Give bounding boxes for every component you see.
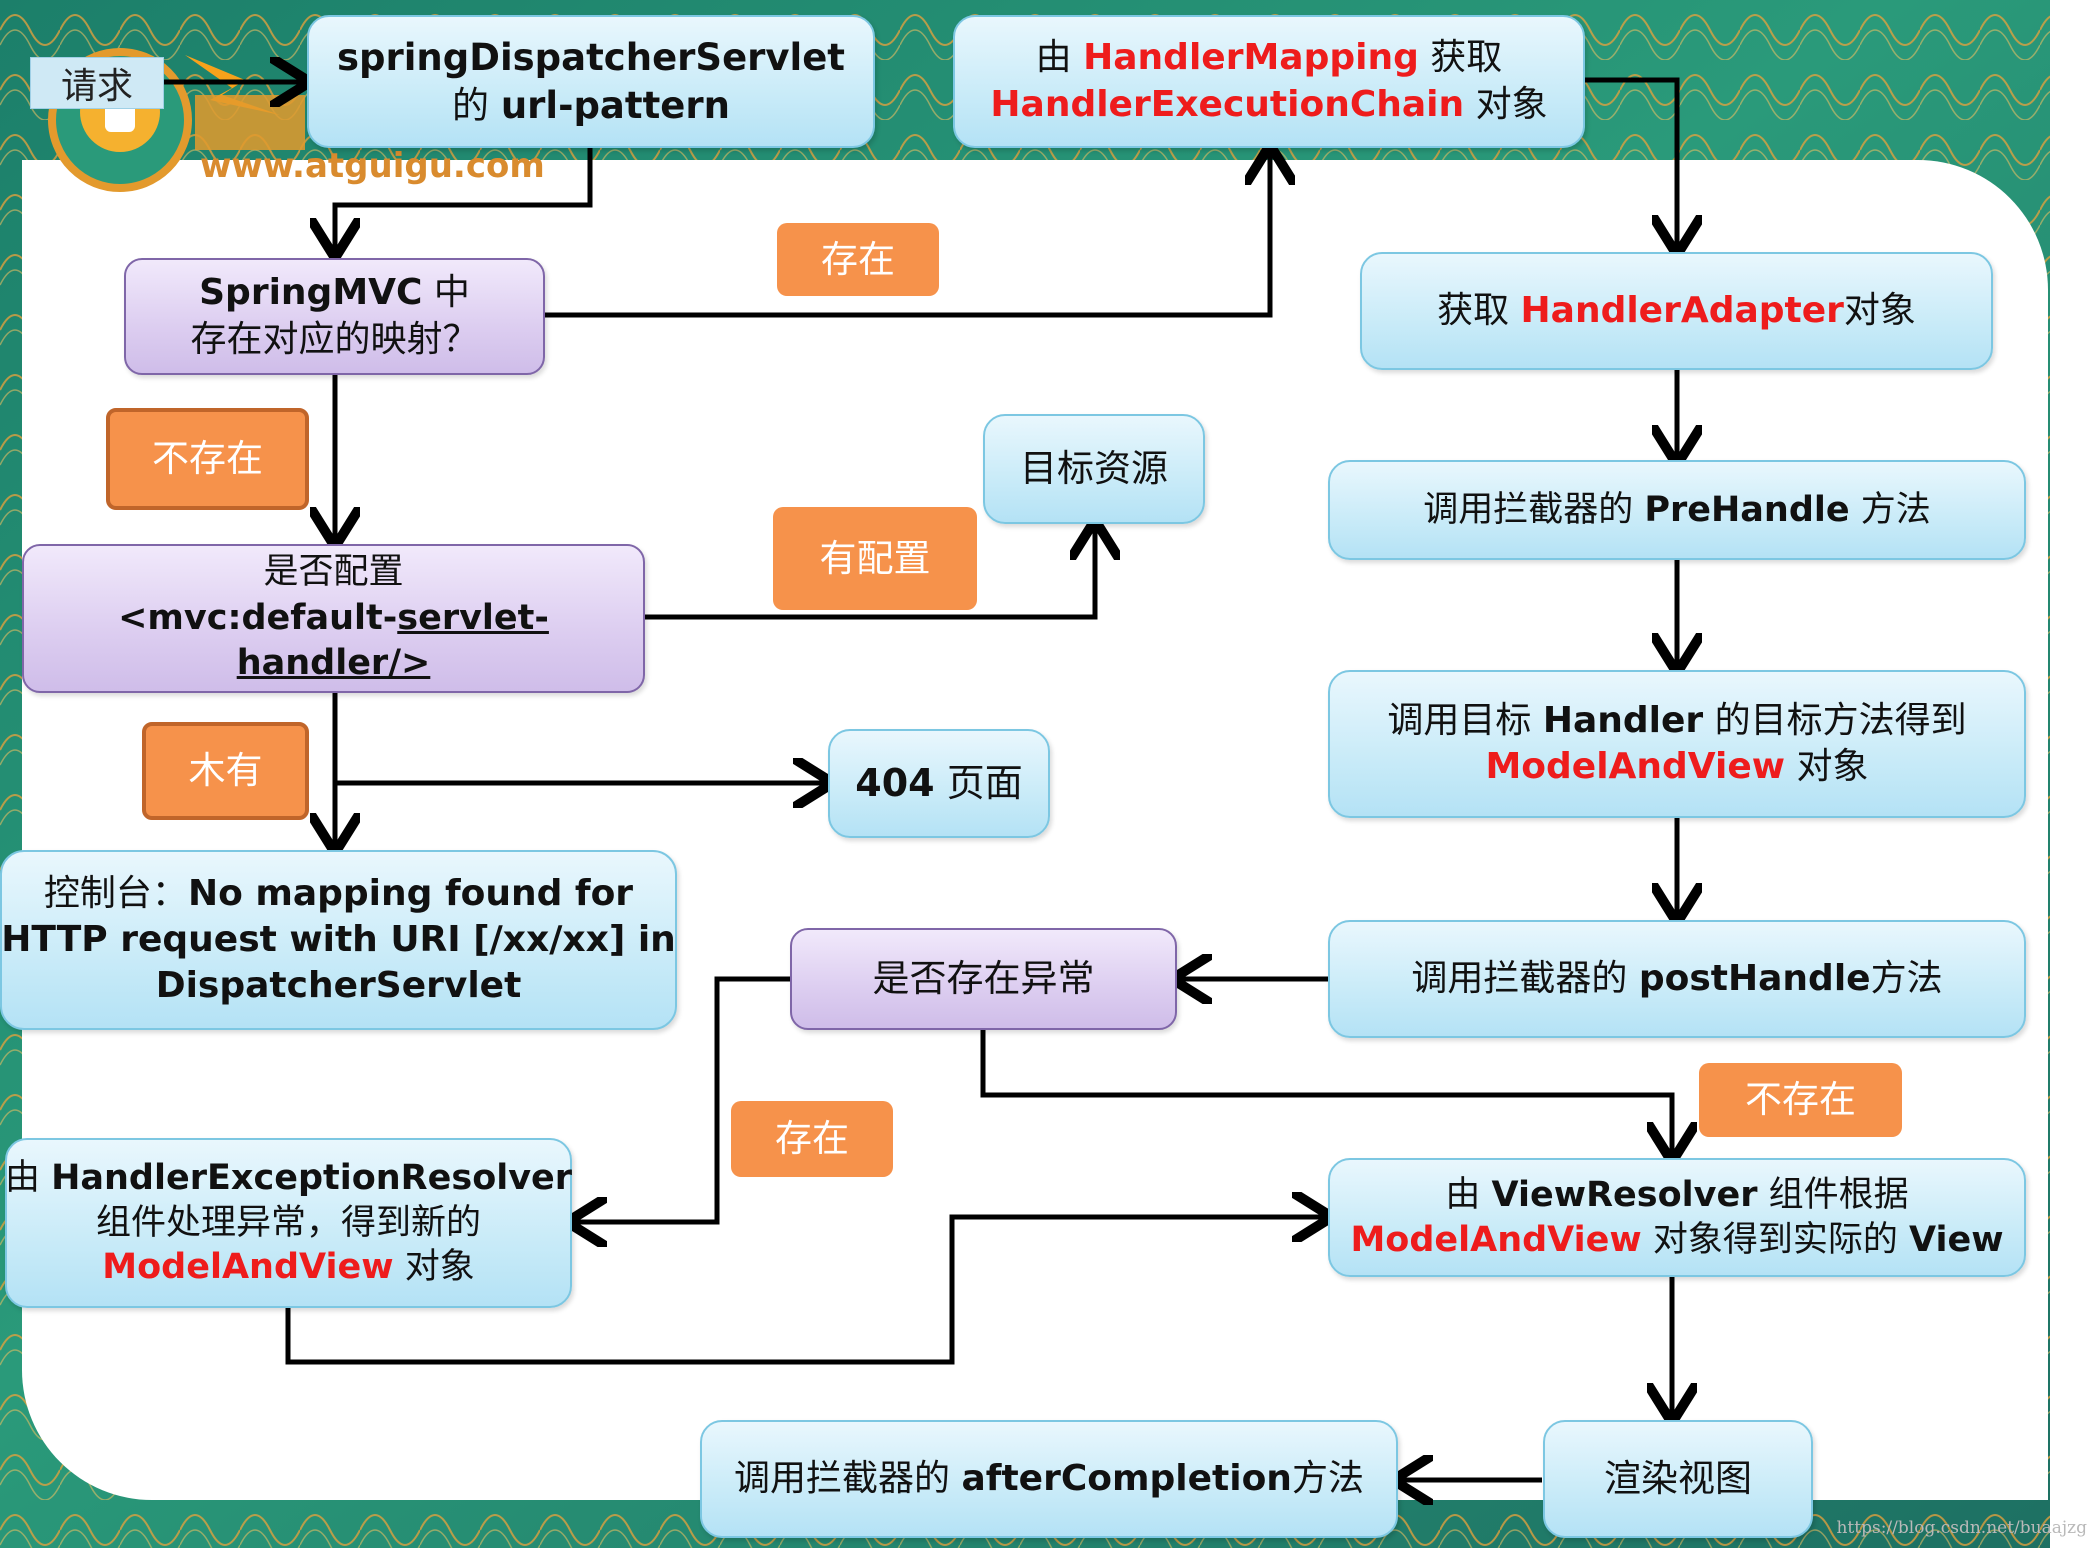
after-suffix: 方法: [1291, 1457, 1364, 1499]
adapter-red: HandlerAdapter: [1520, 289, 1844, 331]
target-resource-node: 目标资源: [983, 414, 1205, 524]
invoke-handler-node: 调用目标 Handler 的目标方法得到 ModelAndView 对象: [1328, 670, 2026, 818]
resolver-line2: 组件处理异常，得到新的: [95, 1202, 481, 1243]
exception-exists-node: 是否存在异常: [790, 928, 1177, 1030]
chain-line2-suffix: 对象: [1464, 83, 1548, 125]
resolver-line3-suffix: 对象: [393, 1247, 475, 1288]
posthandle-bold: postHandle: [1638, 957, 1871, 999]
invoke-line1-suffix: 的目标方法得到: [1703, 699, 1967, 741]
after-bold: afterCompletion: [961, 1457, 1292, 1499]
resolver-line1-bold: HandlerExceptionResolver: [51, 1157, 573, 1198]
edge-label-not-exists-left: 不存在: [106, 408, 309, 510]
dispatcher-node: springDispatcherServlet 的 url-pattern: [307, 15, 875, 148]
dispatcher-line2-bold: url-pattern: [500, 83, 730, 127]
render-view-node: 渲染视图: [1543, 1420, 1813, 1538]
viewres-line1-suffix: 组件根据: [1757, 1174, 1909, 1215]
chain-line1-prefix: 由: [1035, 37, 1084, 79]
mapping-line2: 存在对应的映射？: [190, 318, 479, 360]
prehandle-suffix: 方法: [1849, 489, 1931, 530]
exception-resolver-node: 由 HandlerExceptionResolver 组件处理异常，得到新的 M…: [5, 1138, 572, 1308]
default-line2-ul: servlet-: [397, 597, 549, 638]
invoke-line1-prefix: 调用目标: [1387, 699, 1543, 741]
default-line2-bold: <mvc:default-: [118, 597, 398, 638]
viewres-line2-mid: 对象得到实际的: [1641, 1219, 1909, 1260]
edge-label-has-config: 有配置: [773, 507, 977, 610]
console-line1-prefix: 控制台：: [43, 872, 188, 914]
watermark: https://blog.csdn.net/buaajzg: [1836, 1518, 2087, 1538]
posthandle-node: 调用拦截器的 postHandle方法: [1328, 920, 2026, 1038]
resolver-line3-red: ModelAndView: [102, 1247, 394, 1288]
console-line3: DispatcherServlet: [155, 965, 522, 1007]
render-view-text: 渲染视图: [1604, 1457, 1752, 1501]
adapter-prefix: 获取: [1437, 289, 1521, 331]
after-prefix: 调用拦截器的: [734, 1457, 962, 1499]
viewres-line1-bold: ViewResolver: [1491, 1174, 1758, 1215]
chain-line1-red: HandlerMapping: [1083, 37, 1419, 79]
edge-label-none: 木有: [142, 722, 309, 820]
default-line1: 是否配置: [263, 552, 404, 593]
exception-text: 是否存在异常: [872, 957, 1095, 1001]
prehandle-bold: PreHandle: [1644, 489, 1850, 530]
viewres-line2-bold: View: [1908, 1219, 2004, 1260]
get-adapter-node: 获取 HandlerAdapter对象: [1360, 252, 1993, 370]
dispatcher-line1: springDispatcherServlet: [336, 36, 845, 80]
invoke-line1-bold: Handler: [1542, 699, 1704, 741]
console-line2: HTTP request with URI [/xx/xx] in: [1, 918, 676, 960]
mapping-exists-node: SpringMVC 中 存在对应的映射？: [124, 258, 545, 375]
chain-line2-red: HandlerExecutionChain: [990, 83, 1465, 125]
edge-label-not-exists-right: 不存在: [1699, 1063, 1902, 1137]
dispatcher-line2-prefix: 的: [452, 83, 501, 127]
page-404-node: 404 页面: [828, 729, 1050, 838]
page-404-bold: 404: [855, 761, 935, 806]
default-servlet-node: 是否配置 <mvc:default-servlet- handler/>: [22, 544, 645, 693]
page-404-suffix: 页面: [934, 761, 1023, 806]
prehandle-node: 调用拦截器的 PreHandle 方法: [1328, 460, 2026, 560]
posthandle-prefix: 调用拦截器的: [1411, 957, 1639, 999]
mapping-line1-suffix: 中: [422, 272, 470, 314]
target-resource-text: 目标资源: [1020, 447, 1168, 491]
console-line1-bold: No mapping found for: [187, 872, 634, 914]
edge-label-exists-top: 存在: [777, 223, 939, 296]
posthandle-suffix: 方法: [1870, 957, 1943, 999]
after-completion-node: 调用拦截器的 afterCompletion方法: [700, 1420, 1398, 1538]
adapter-suffix: 对象: [1843, 289, 1916, 331]
viewres-line1-prefix: 由: [1445, 1174, 1492, 1215]
invoke-line2-red: ModelAndView: [1485, 746, 1786, 787]
chain-line1-suffix: 获取: [1418, 37, 1503, 79]
console-node: 控制台：No mapping found for HTTP request wi…: [0, 850, 677, 1030]
edge-label-exists-bottom: 存在: [731, 1101, 893, 1177]
logo-url: www.atguigu.com: [200, 146, 545, 186]
default-line3: handler/>: [236, 643, 431, 684]
invoke-line2-suffix: 对象: [1785, 746, 1869, 787]
request-label: 请求: [30, 57, 164, 109]
resolver-line1-prefix: 由: [4, 1157, 52, 1198]
mapping-line1-bold: SpringMVC: [199, 272, 423, 314]
get-chain-node: 由 HandlerMapping 获取 HandlerExecutionChai…: [953, 15, 1585, 148]
prehandle-prefix: 调用拦截器的: [1423, 489, 1645, 530]
viewres-line2-red: ModelAndView: [1350, 1219, 1642, 1260]
view-resolver-node: 由 ViewResolver 组件根据 ModelAndView 对象得到实际的…: [1328, 1158, 2026, 1277]
